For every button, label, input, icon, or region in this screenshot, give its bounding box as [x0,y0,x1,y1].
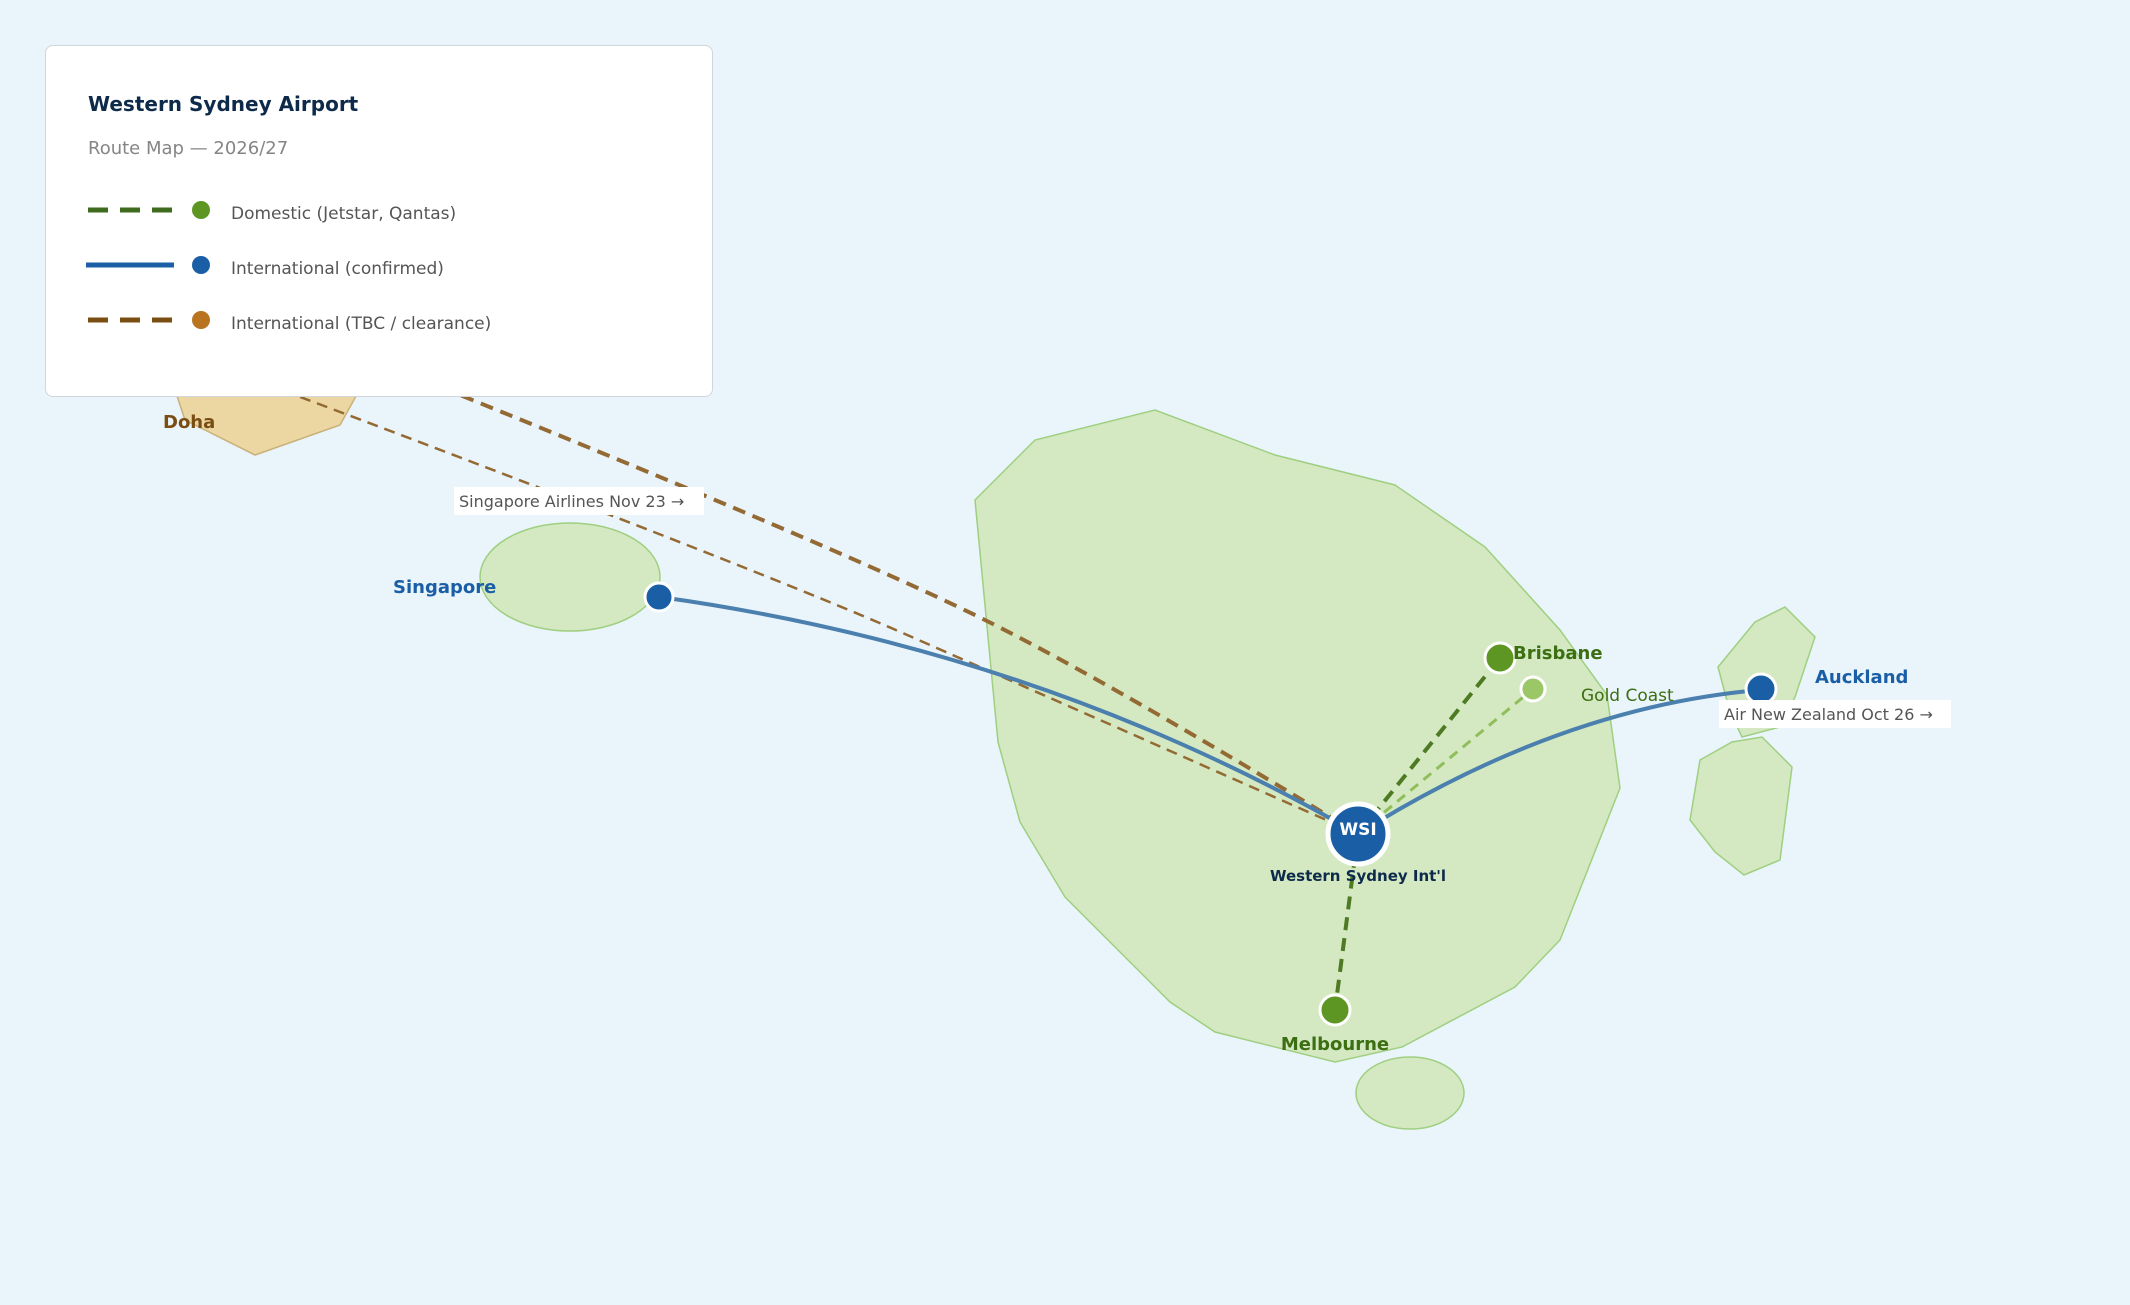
brisbane-label: Brisbane [1513,643,1603,664]
route-gold-coast [1357,687,1534,836]
tasmania-land [1355,1056,1465,1130]
singapore-route-note: Singapore Airlines Nov 23 → [459,492,684,511]
singapore-land [479,522,661,632]
melbourne-label: Melbourne [1281,1034,1389,1055]
legend-label-international: International (confirmed) [231,259,444,279]
singapore-note-bg [454,487,704,515]
route-brisbane [1356,656,1502,836]
route-tbc-doha [459,393,1360,836]
route-auckland [1356,688,1761,836]
doha-label: Doha [163,412,215,433]
brisbane-marker[interactable] [1483,641,1517,675]
singapore-label: Singapore [393,577,496,598]
hub-marker[interactable] [1325,801,1391,867]
legend-item-domestic: Domestic (Jetstar, Qantas) [46,196,706,226]
gold-coast-label: Gold Coast [1581,686,1674,706]
legend-title: Western Sydney Airport [88,92,359,116]
legend-panel: Western Sydney Airport Route Map — 2026/… [45,45,713,397]
melbourne-marker[interactable] [1318,993,1352,1027]
legend-label-tbc: International (TBC / clearance) [231,314,492,334]
legend-swatch-tbc [88,311,210,329]
nz-south-island [1689,736,1793,876]
auckland-marker[interactable] [1744,672,1778,706]
auckland-label: Auckland [1815,667,1908,688]
australia-land [974,409,1621,1063]
hub-name: Western Sydney Int'l [1270,867,1446,885]
hub-code: WSI [1339,820,1376,840]
singapore-marker[interactable] [643,581,675,613]
auckland-note-bg [1719,700,1951,728]
legend-item-tbc: International (TBC / clearance) [46,306,706,336]
legend-item-international: International (confirmed) [46,251,706,281]
auckland-route-note: Air New Zealand Oct 26 → [1724,705,1933,724]
legend-swatch-domestic [88,201,210,219]
legend-subtitle: Route Map — 2026/27 [88,138,289,159]
route-singapore [659,595,1360,836]
legend-label-domestic: Domestic (Jetstar, Qantas) [231,204,457,224]
legend-swatch-international [86,256,210,274]
gold-coast-marker[interactable] [1519,675,1547,703]
